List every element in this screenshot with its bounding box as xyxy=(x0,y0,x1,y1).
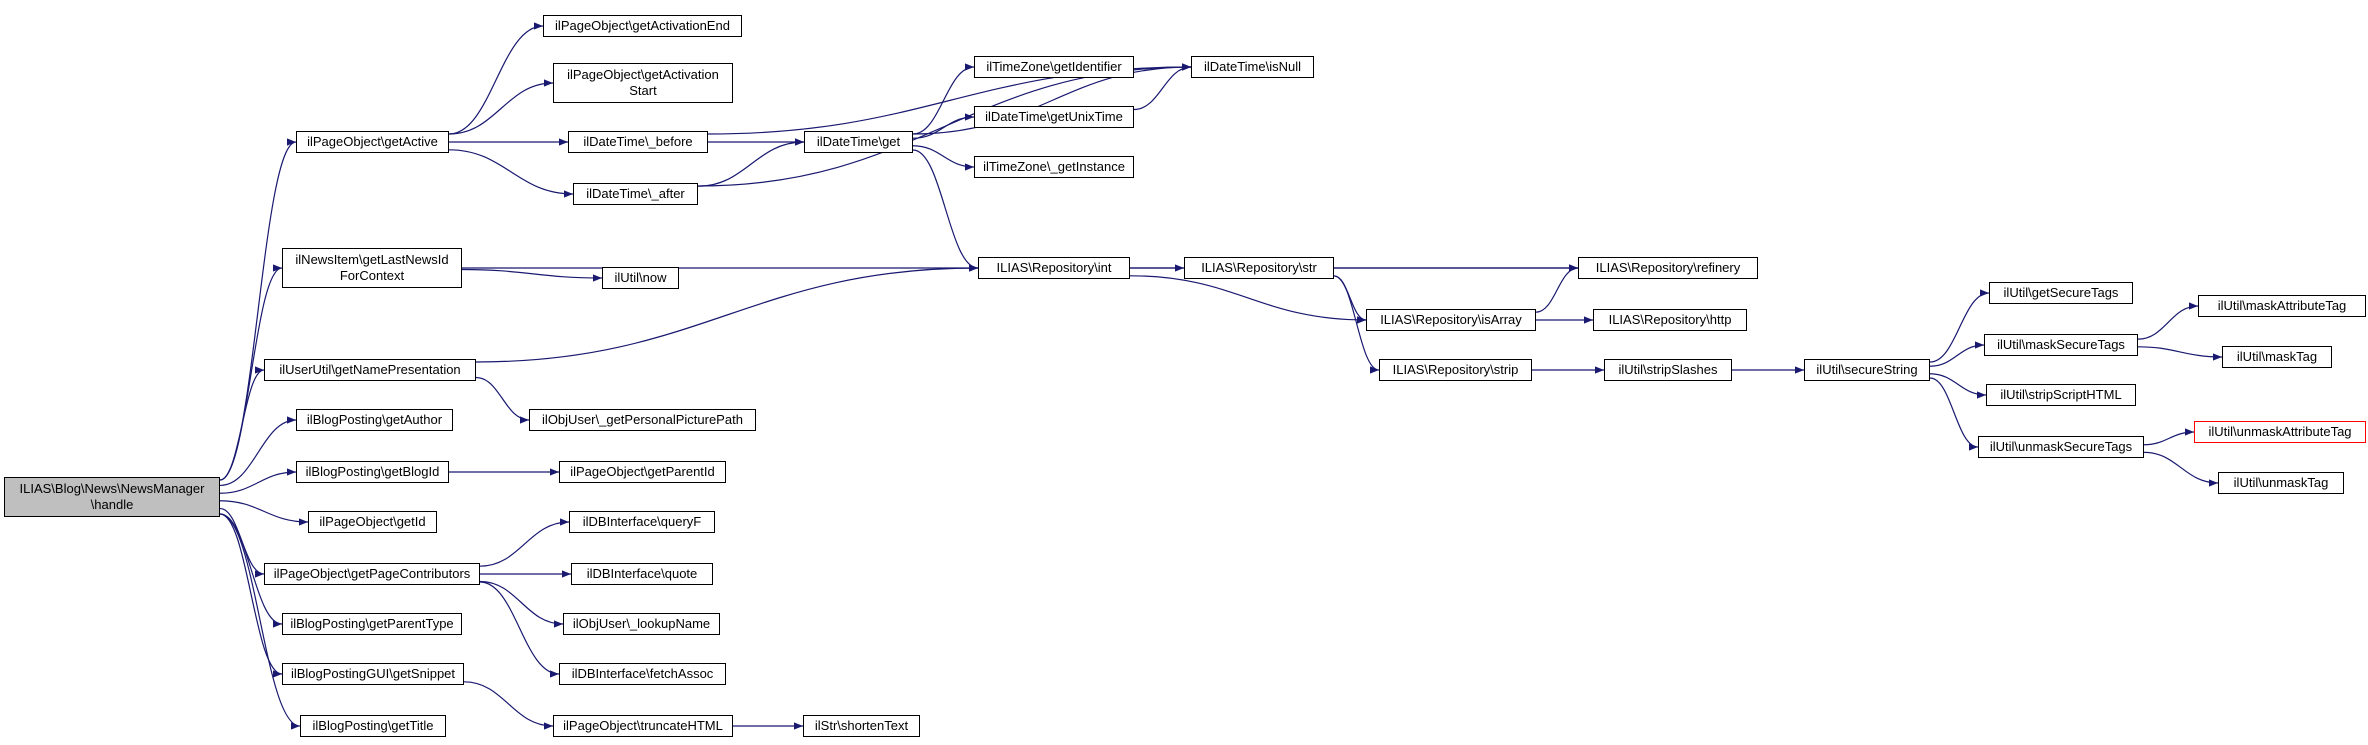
node-datetime-getunixtime[interactable]: ilDateTime\getUnixTime xyxy=(974,106,1134,128)
node-util-masktag[interactable]: ilUtil\maskTag xyxy=(2222,346,2332,368)
node-util-now[interactable]: ilUtil\now xyxy=(602,267,679,289)
edge-pageobj_getPageContributors-to-dbinterface_queryF xyxy=(479,518,570,567)
node-util-stripscripthtml[interactable]: ilUtil\stripScriptHTML xyxy=(1986,384,2136,406)
node-objuser-lookupname[interactable]: ilObjUser\_lookupName xyxy=(563,613,720,635)
node-pageobject-getparentid[interactable]: ilPageObject\getParentId xyxy=(559,461,726,483)
node-repository-http[interactable]: ILIAS\Repository\http xyxy=(1593,309,1747,331)
node-newsmanager-handle[interactable]: ILIAS\Blog\News\NewsManager \handle xyxy=(4,477,220,517)
edge-util_secureString-to-util_getSecureTags xyxy=(1929,289,1990,363)
edge-root-to-pageobj_getActive xyxy=(219,138,297,481)
node-util-masksecuretags[interactable]: ilUtil\maskSecureTags xyxy=(1984,334,2138,356)
edge-root-to-blogposting_getTitle xyxy=(219,513,301,730)
edge-datetime_get-to-datetime_getUnixTime xyxy=(912,113,975,139)
node-blogposting-getblogid[interactable]: ilBlogPosting\getBlogId xyxy=(296,461,449,483)
node-util-unmasksecuretags[interactable]: ilUtil\unmaskSecureTags xyxy=(1978,436,2144,458)
node-dbinterface-quote[interactable]: ilDBInterface\quote xyxy=(571,563,713,585)
edge-util_maskSecureTags-to-util_maskTag xyxy=(2137,346,2223,361)
node-repository-strip[interactable]: ILIAS\Repository\strip xyxy=(1379,359,1532,381)
node-pageobject-getactivationend[interactable]: ilPageObject\getActivationEnd xyxy=(543,15,742,37)
edge-pageobj_getPageContributors-to-dbinterface_fetchAssoc xyxy=(479,581,560,678)
edge-repo_str-to-repo_strip xyxy=(1333,275,1380,374)
node-dbinterface-queryf[interactable]: ilDBInterface\queryF xyxy=(569,511,715,533)
edge-pageobj_getActive-to-datetime_after xyxy=(448,149,574,198)
edge-pageobj_getActive-to-pageobj_getActivationStart xyxy=(448,79,554,135)
edge-pageobj_getActive-to-pageobj_getActivationEnd xyxy=(448,22,544,135)
node-repository-int[interactable]: ILIAS\Repository\int xyxy=(978,257,1130,279)
node-userutil-getnamepresentation[interactable]: ilUserUtil\getNamePresentation xyxy=(264,359,476,381)
edge-util_secureString-to-util_maskSecureTags xyxy=(1929,341,1985,367)
edge-newsitem_getLastNewsId-to-util_now xyxy=(461,268,603,282)
node-datetime-after[interactable]: ilDateTime\_after xyxy=(573,183,698,205)
edge-datetime_get-to-repo_int xyxy=(912,149,979,272)
node-blogposting-getparenttype[interactable]: ilBlogPosting\getParentType xyxy=(282,613,462,635)
node-blogposting-gettitle[interactable]: ilBlogPosting\getTitle xyxy=(300,715,446,737)
edge-root-to-blogposting_getBlogId xyxy=(219,468,297,494)
node-timezone-getinstance[interactable]: ilTimeZone\_getInstance xyxy=(974,156,1134,178)
edge-util_secureString-to-util_stripScriptHTML xyxy=(1929,373,1987,399)
edge-util_maskSecureTags-to-util_maskAttributeTag xyxy=(2137,302,2199,340)
edge-root-to-blogposting_getAuthor xyxy=(219,416,297,487)
node-util-securestring[interactable]: ilUtil\secureString xyxy=(1804,359,1930,381)
edge-util_secureString-to-util_unmaskSecureTags xyxy=(1929,377,1979,451)
node-blogpostinggui-getsnippet[interactable]: ilBlogPostingGUI\getSnippet xyxy=(282,663,464,685)
edge-datetime_getUnixTime-to-datetime_isNull xyxy=(1133,63,1192,111)
node-newsitem-getlastnewsid[interactable]: ilNewsItem\getLastNewsId ForContext xyxy=(282,248,462,288)
node-util-getsecuretags[interactable]: ilUtil\getSecureTags xyxy=(1989,282,2133,304)
node-str-shortentext[interactable]: ilStr\shortenText xyxy=(803,715,920,737)
node-timezone-getidentifier[interactable]: ilTimeZone\getIdentifier xyxy=(974,56,1134,78)
edge-userutil_getNamePresentation-to-repo_int xyxy=(475,264,979,363)
edge-root-to-userutil_getNamePresentation xyxy=(219,366,265,481)
node-util-unmasktag[interactable]: ilUtil\unmaskTag xyxy=(2218,472,2344,494)
edge-layer xyxy=(219,22,2223,730)
node-objuser-getpersonalpicturepath[interactable]: ilObjUser\_getPersonalPicturePath xyxy=(529,409,756,431)
edge-datetime_get-to-timezone_getInstance xyxy=(912,145,975,171)
edge-blogpostinggui_getSnippet-to-pageobj_truncateHTML xyxy=(463,681,554,730)
node-datetime-isnull[interactable]: ilDateTime\isNull xyxy=(1191,56,1314,78)
edge-datetime_get-to-timezone_getIdentifier xyxy=(912,63,975,135)
edge-datetime_after-to-datetime_get xyxy=(697,138,805,187)
node-util-maskattributetag[interactable]: ilUtil\maskAttributeTag xyxy=(2198,295,2366,317)
node-repository-str[interactable]: ILIAS\Repository\str xyxy=(1184,257,1334,279)
edge-util_unmaskSecureTags-to-util_unmaskTag xyxy=(2143,451,2219,487)
edge-datetime_get-to-datetime_isNull xyxy=(912,63,1192,135)
edge-util_unmaskSecureTags-to-util_unmaskAttributeTag xyxy=(2143,428,2195,446)
node-pageobject-getactivationstart[interactable]: ilPageObject\getActivation Start xyxy=(553,63,733,103)
node-blogposting-getauthor[interactable]: ilBlogPosting\getAuthor xyxy=(296,409,453,431)
node-datetime-get[interactable]: ilDateTime\get xyxy=(804,131,913,153)
edge-root-to-blogpostinggui_getSnippet xyxy=(219,513,283,678)
edge-root-to-pageobj_getId xyxy=(219,500,309,526)
edge-userutil_getNamePresentation-to-objuser_getPersonalPicturePath xyxy=(475,376,530,424)
node-util-stripslashes[interactable]: ilUtil\stripSlashes xyxy=(1604,359,1732,381)
node-pageobject-getpagecontributors[interactable]: ilPageObject\getPageContributors xyxy=(264,563,480,585)
edge-repo_str-to-repo_isArray xyxy=(1333,275,1367,324)
node-repository-isarray[interactable]: ILIAS\Repository\isArray xyxy=(1366,309,1536,331)
node-datetime-before[interactable]: ilDateTime\_before xyxy=(568,131,708,153)
node-dbinterface-fetchassoc[interactable]: ilDBInterface\fetchAssoc xyxy=(559,663,726,685)
node-pageobject-getactive[interactable]: ilPageObject\getActive xyxy=(296,131,449,153)
edge-repo_isArray-to-repo_refinery xyxy=(1535,264,1579,313)
node-repository-refinery[interactable]: ILIAS\Repository\refinery xyxy=(1578,257,1758,279)
edge-pageobj_getPageContributors-to-objuser_lookupName xyxy=(479,580,564,628)
node-pageobject-getid[interactable]: ilPageObject\getId xyxy=(308,511,437,533)
edge-repo_int-to-repo_isArray xyxy=(1129,275,1367,324)
node-pageobject-truncatehtml[interactable]: ilPageObject\truncateHTML xyxy=(553,715,733,737)
node-util-unmaskattributetag[interactable]: ilUtil\unmaskAttributeTag xyxy=(2194,421,2366,443)
